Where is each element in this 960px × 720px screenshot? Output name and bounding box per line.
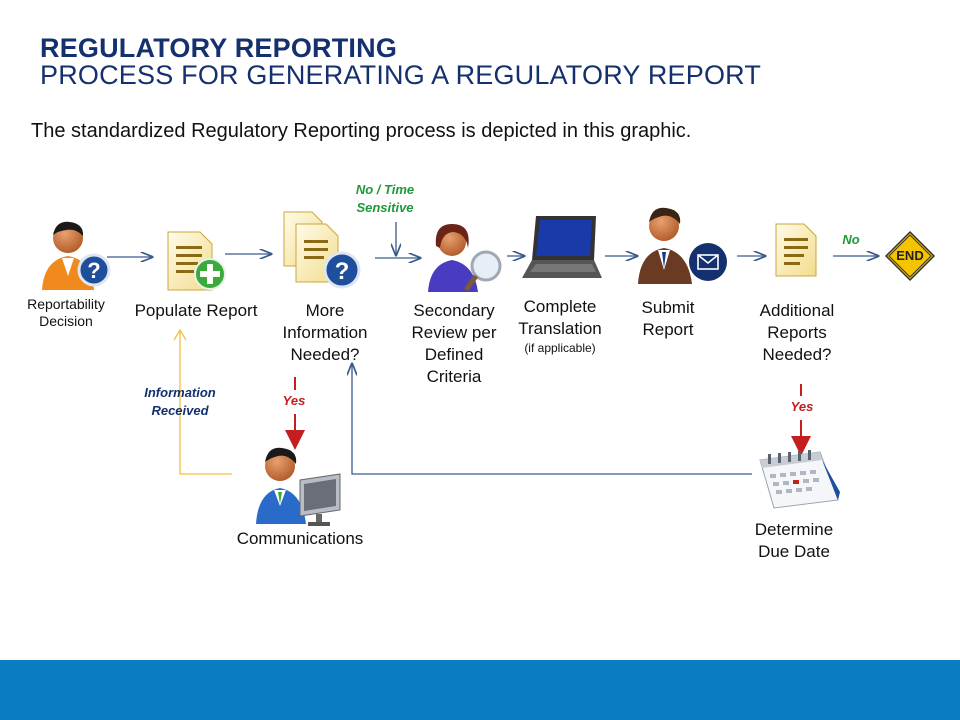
person-envelope-icon: [638, 207, 727, 284]
calendar-icon: [759, 450, 840, 509]
process-diagram: ? ?: [42, 207, 936, 526]
step-complete-translation: Complete Translation (if applicable): [506, 296, 614, 356]
step-reportability-decision: Reportability Decision: [27, 296, 105, 329]
step-submit-report: Submit Report: [641, 298, 695, 339]
step-communications: Communications: [236, 529, 364, 548]
documents-question-icon: ?: [283, 211, 361, 289]
annotation-information-received: Information Received: [144, 385, 216, 418]
person-question-icon: ?: [42, 221, 111, 290]
step-secondary-review: Secondary Review per Defined Criteria: [411, 301, 497, 386]
step-complete-translation-note: (if applicable): [524, 341, 596, 355]
annotation-no-time-sensitive: No / Time Sensitive: [355, 182, 415, 215]
document-icon: [775, 223, 817, 277]
step-additional-reports-needed: Additional Reports Needed?: [759, 301, 835, 364]
footer-bar: [0, 660, 960, 720]
page-subtitle: PROCESS FOR GENERATING A REGULATORY REPO…: [40, 60, 762, 90]
arrow-duedate-to-moreinfo: [352, 364, 752, 475]
document-plus-icon: [167, 231, 226, 291]
annotation-no: No: [842, 232, 860, 247]
page-title: REGULATORY REPORTING: [40, 33, 398, 63]
step-populate-report: Populate Report: [134, 301, 258, 320]
arrow-information-received: [179, 332, 232, 475]
svg-text:?: ?: [335, 258, 350, 285]
laptop-icon: [522, 216, 602, 278]
reviewer-magnifier-icon: [428, 224, 502, 292]
annotation-yes-left: Yes: [282, 393, 306, 408]
person-computer-icon: [256, 447, 341, 526]
annotation-yes-right: Yes: [790, 399, 814, 414]
step-determine-due-date: Determine Due Date: [754, 520, 834, 561]
step-more-information-needed: More Information Needed?: [282, 301, 368, 364]
intro-text: The standardized Regulatory Reporting pr…: [31, 120, 692, 142]
end-sign-text: END: [896, 248, 924, 263]
step-complete-translation-label: Complete Translation: [518, 297, 602, 338]
svg-text:?: ?: [87, 258, 100, 283]
end-sign-icon: [884, 230, 936, 282]
